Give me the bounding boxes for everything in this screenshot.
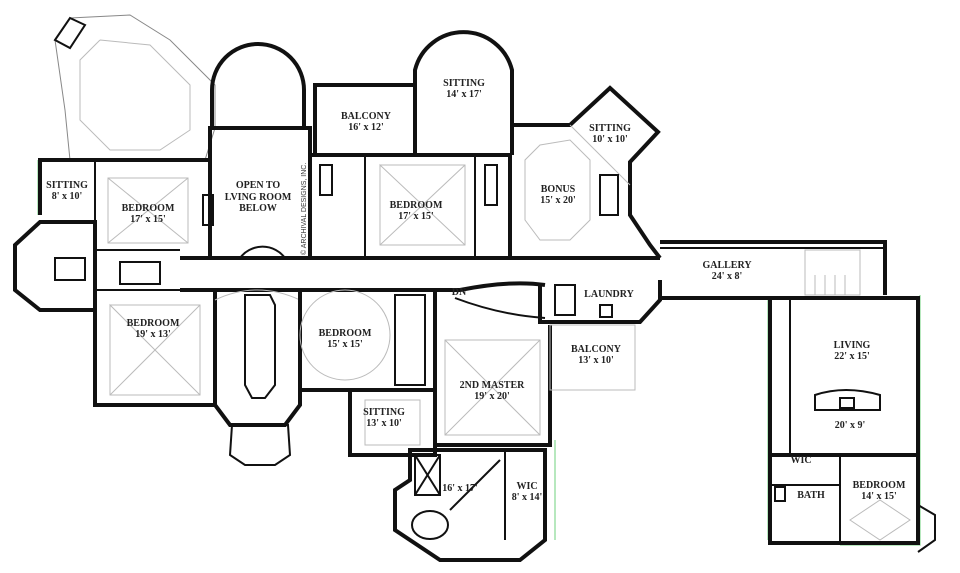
room-label: SITTING xyxy=(589,123,631,134)
room-label: BATH xyxy=(797,490,825,501)
room-label: BELOW xyxy=(239,203,277,214)
room-label: WIC xyxy=(790,455,811,466)
room-label: BONUS xyxy=(541,184,576,195)
room-label: LIVING xyxy=(834,340,871,351)
room-label: SITTING xyxy=(443,78,485,89)
room-label: BEDROOM xyxy=(127,318,180,329)
room-size: 17' x 15' xyxy=(398,211,434,222)
west-wing-walls xyxy=(13,158,215,407)
roof-outline-nw xyxy=(53,14,216,161)
room-size: 22' x 15' xyxy=(834,351,870,362)
room-label: BALCONY xyxy=(571,344,622,355)
north-center-walls xyxy=(308,30,514,260)
master-walls xyxy=(348,305,636,457)
room-size: 8' x 10' xyxy=(52,191,83,202)
room-size: 15' x 20' xyxy=(540,195,576,206)
room-size: 10' x 10' xyxy=(592,134,628,145)
room-label: SITTING xyxy=(363,407,405,418)
copyright-text: © ARCHIVAL DESIGNS, INC. xyxy=(300,163,308,255)
room-label: LVING ROOM xyxy=(225,192,292,203)
room-size: 17' x 15' xyxy=(130,214,166,225)
room-label: BEDROOM xyxy=(319,328,372,339)
room-label: BEDROOM xyxy=(853,480,906,491)
corridor xyxy=(180,245,660,292)
stairs-down-label: DN xyxy=(452,287,467,298)
room-label: LAUNDRY xyxy=(584,289,634,300)
room-label: GALLERY xyxy=(702,260,752,271)
room-label: SITTING xyxy=(46,180,88,191)
room-label: BEDROOM xyxy=(122,203,175,214)
room-size: 15' x 15' xyxy=(327,339,363,350)
room-size: 19' x 13' xyxy=(135,329,171,340)
bonus-walls xyxy=(512,85,662,260)
exterior-outline xyxy=(37,160,921,546)
room-size: 19' x 20' xyxy=(474,391,510,402)
room-size: 14' x 15' xyxy=(861,491,897,502)
room-size: 8' x 14' xyxy=(512,492,543,503)
gallery-walls xyxy=(660,240,887,300)
room-label: BALCONY xyxy=(341,111,392,122)
open-to-living-walls xyxy=(202,42,312,260)
laundry-walls xyxy=(538,280,662,324)
east-wing-walls xyxy=(768,296,936,553)
room-size: 20' x 9' xyxy=(835,420,866,431)
master-bath-walls xyxy=(393,448,547,562)
room-size: 16' x 12' xyxy=(348,122,384,133)
room-label: 2ND MASTER xyxy=(460,380,526,391)
room-size: 14' x 17' xyxy=(446,89,482,100)
main-staircase xyxy=(213,288,302,466)
room-label: WIC xyxy=(516,481,537,492)
room-size: 24' x 8' xyxy=(712,271,743,282)
room-label: OPEN TO xyxy=(236,180,281,191)
room-size: 13' x 10' xyxy=(578,355,614,366)
room-size: 16' x 17' xyxy=(442,483,478,494)
room-label: BEDROOM xyxy=(390,200,443,211)
room-size: 13' x 10' xyxy=(366,418,402,429)
